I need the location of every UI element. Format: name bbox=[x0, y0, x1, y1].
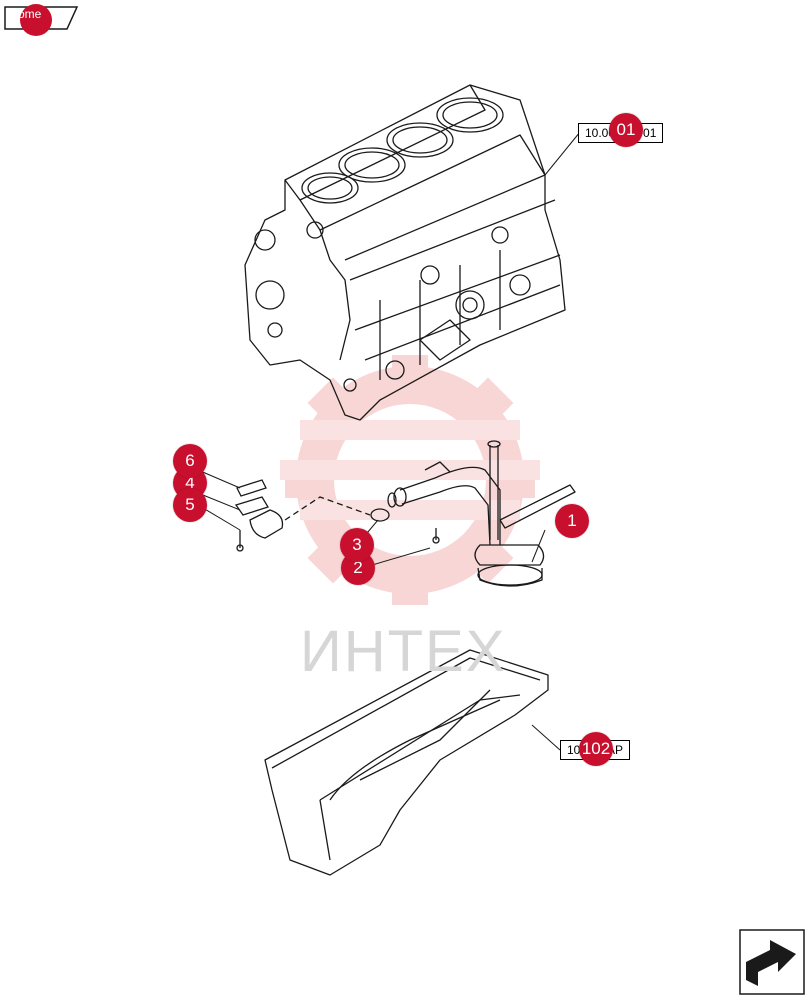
callout-number: 2 bbox=[353, 558, 363, 577]
callout-6[interactable]: 6 bbox=[173, 444, 207, 478]
callout-number: 102 bbox=[581, 739, 611, 758]
oil-suction-pipe-drawing bbox=[387, 440, 576, 587]
home-button[interactable] bbox=[20, 4, 52, 36]
callout-1[interactable]: 1 bbox=[555, 504, 589, 538]
callout-reference-oil-pan[interactable]: 102 bbox=[579, 732, 613, 766]
watermark-text: ИНТЕХ bbox=[300, 619, 507, 684]
next-page-arrow-icon[interactable] bbox=[738, 928, 804, 994]
callout-3[interactable]: 3 bbox=[340, 528, 374, 562]
nav-arrow-frame bbox=[739, 929, 805, 995]
small-parts-drawing bbox=[234, 479, 440, 552]
callout-number: 6 bbox=[185, 451, 195, 470]
callout-5[interactable]: 5 bbox=[173, 488, 207, 522]
oil-pan-drawing bbox=[264, 649, 549, 876]
arrow-shape bbox=[746, 940, 797, 986]
watermark-gear-icon bbox=[280, 355, 540, 605]
callout-reference-engine-block[interactable]: 01 bbox=[609, 113, 643, 147]
callout-number: 01 bbox=[616, 120, 636, 139]
engine-block-drawing bbox=[244, 84, 566, 421]
home-label: ome bbox=[18, 7, 42, 21]
callout-number: 5 bbox=[185, 495, 195, 514]
callout-number: 4 bbox=[185, 473, 195, 492]
callout-number: 3 bbox=[352, 535, 362, 554]
callout-number: 1 bbox=[567, 511, 577, 530]
